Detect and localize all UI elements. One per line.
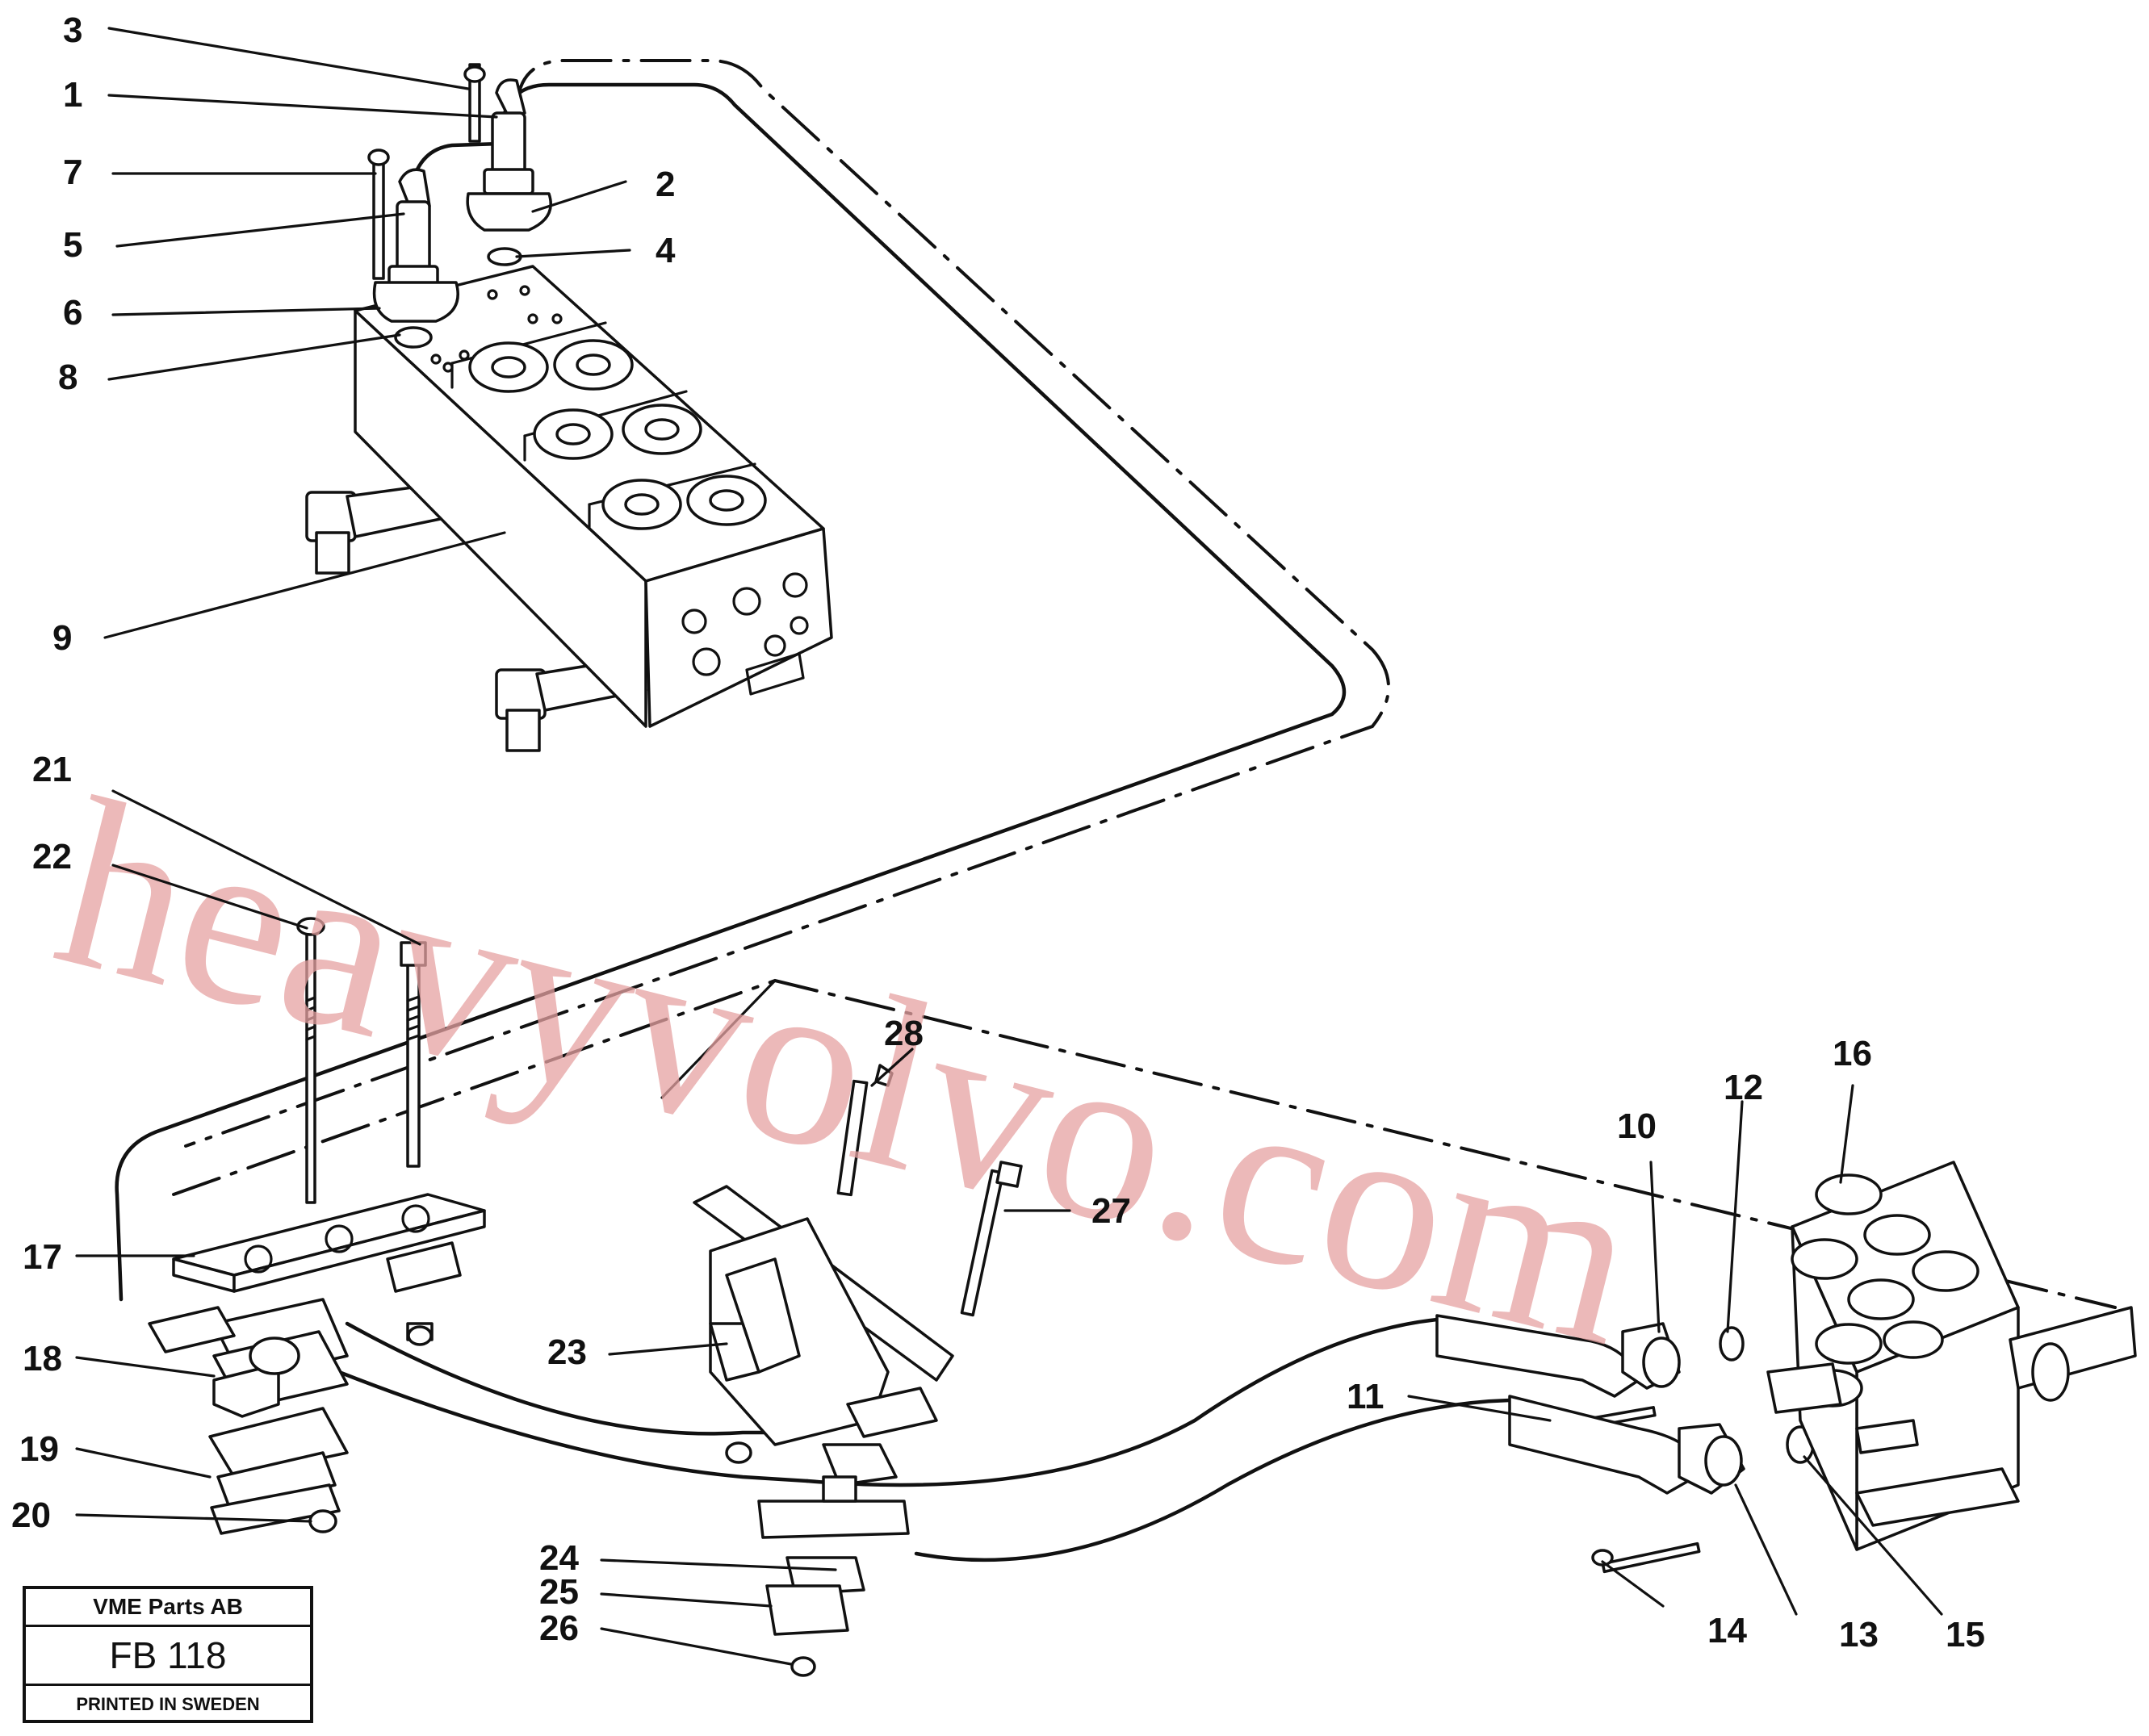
leader-lines [75, 27, 1943, 1666]
title-block: VME Parts AB FB 118 PRINTED IN SWEDEN [23, 1586, 313, 1723]
callout-3: 3 [63, 10, 82, 50]
callout-22: 22 [32, 837, 72, 876]
callout-25: 25 [539, 1572, 579, 1612]
callout-16: 16 [1833, 1034, 1872, 1073]
title-block-code: FB 118 [26, 1627, 310, 1686]
callout-10: 10 [1617, 1106, 1657, 1146]
callout-18: 18 [23, 1339, 62, 1378]
title-block-company: VME Parts AB [26, 1589, 310, 1627]
callout-15: 15 [1946, 1615, 1985, 1654]
callout-8: 8 [58, 358, 77, 397]
pilot-coupling-lower [367, 149, 459, 349]
hose-routing [115, 59, 2117, 1562]
hose-assembly-right [1435, 1161, 2137, 1574]
callout-5: 5 [63, 225, 82, 265]
control-valve-assembly [305, 265, 833, 752]
title-block-footer: PRINTED IN SWEDEN [76, 1694, 260, 1714]
callout-labels: 3 1 7 5 6 8 9 2 4 21 22 28 27 16 12 10 1… [11, 10, 1985, 1654]
callout-13: 13 [1839, 1615, 1879, 1654]
callout-26: 26 [539, 1608, 579, 1648]
spool-caps [468, 339, 767, 530]
clamp-assembly-center [693, 1064, 1023, 1677]
callout-9: 9 [52, 618, 72, 658]
callout-12: 12 [1724, 1068, 1763, 1107]
callout-21: 21 [32, 750, 72, 789]
pilot-coupling-upper [463, 63, 552, 266]
callout-6: 6 [63, 293, 82, 333]
callout-14: 14 [1707, 1611, 1747, 1650]
callout-4: 4 [656, 231, 676, 270]
callout-24: 24 [539, 1538, 579, 1578]
callout-20: 20 [11, 1495, 51, 1535]
callout-28: 28 [884, 1014, 924, 1053]
callout-2: 2 [656, 165, 675, 204]
callout-23: 23 [547, 1332, 587, 1372]
callout-19: 19 [19, 1429, 59, 1469]
callout-11: 11 [1347, 1377, 1384, 1416]
callout-1: 1 [63, 75, 82, 115]
callout-7: 7 [63, 153, 82, 192]
callout-17: 17 [23, 1237, 62, 1277]
callout-27: 27 [1091, 1191, 1131, 1231]
